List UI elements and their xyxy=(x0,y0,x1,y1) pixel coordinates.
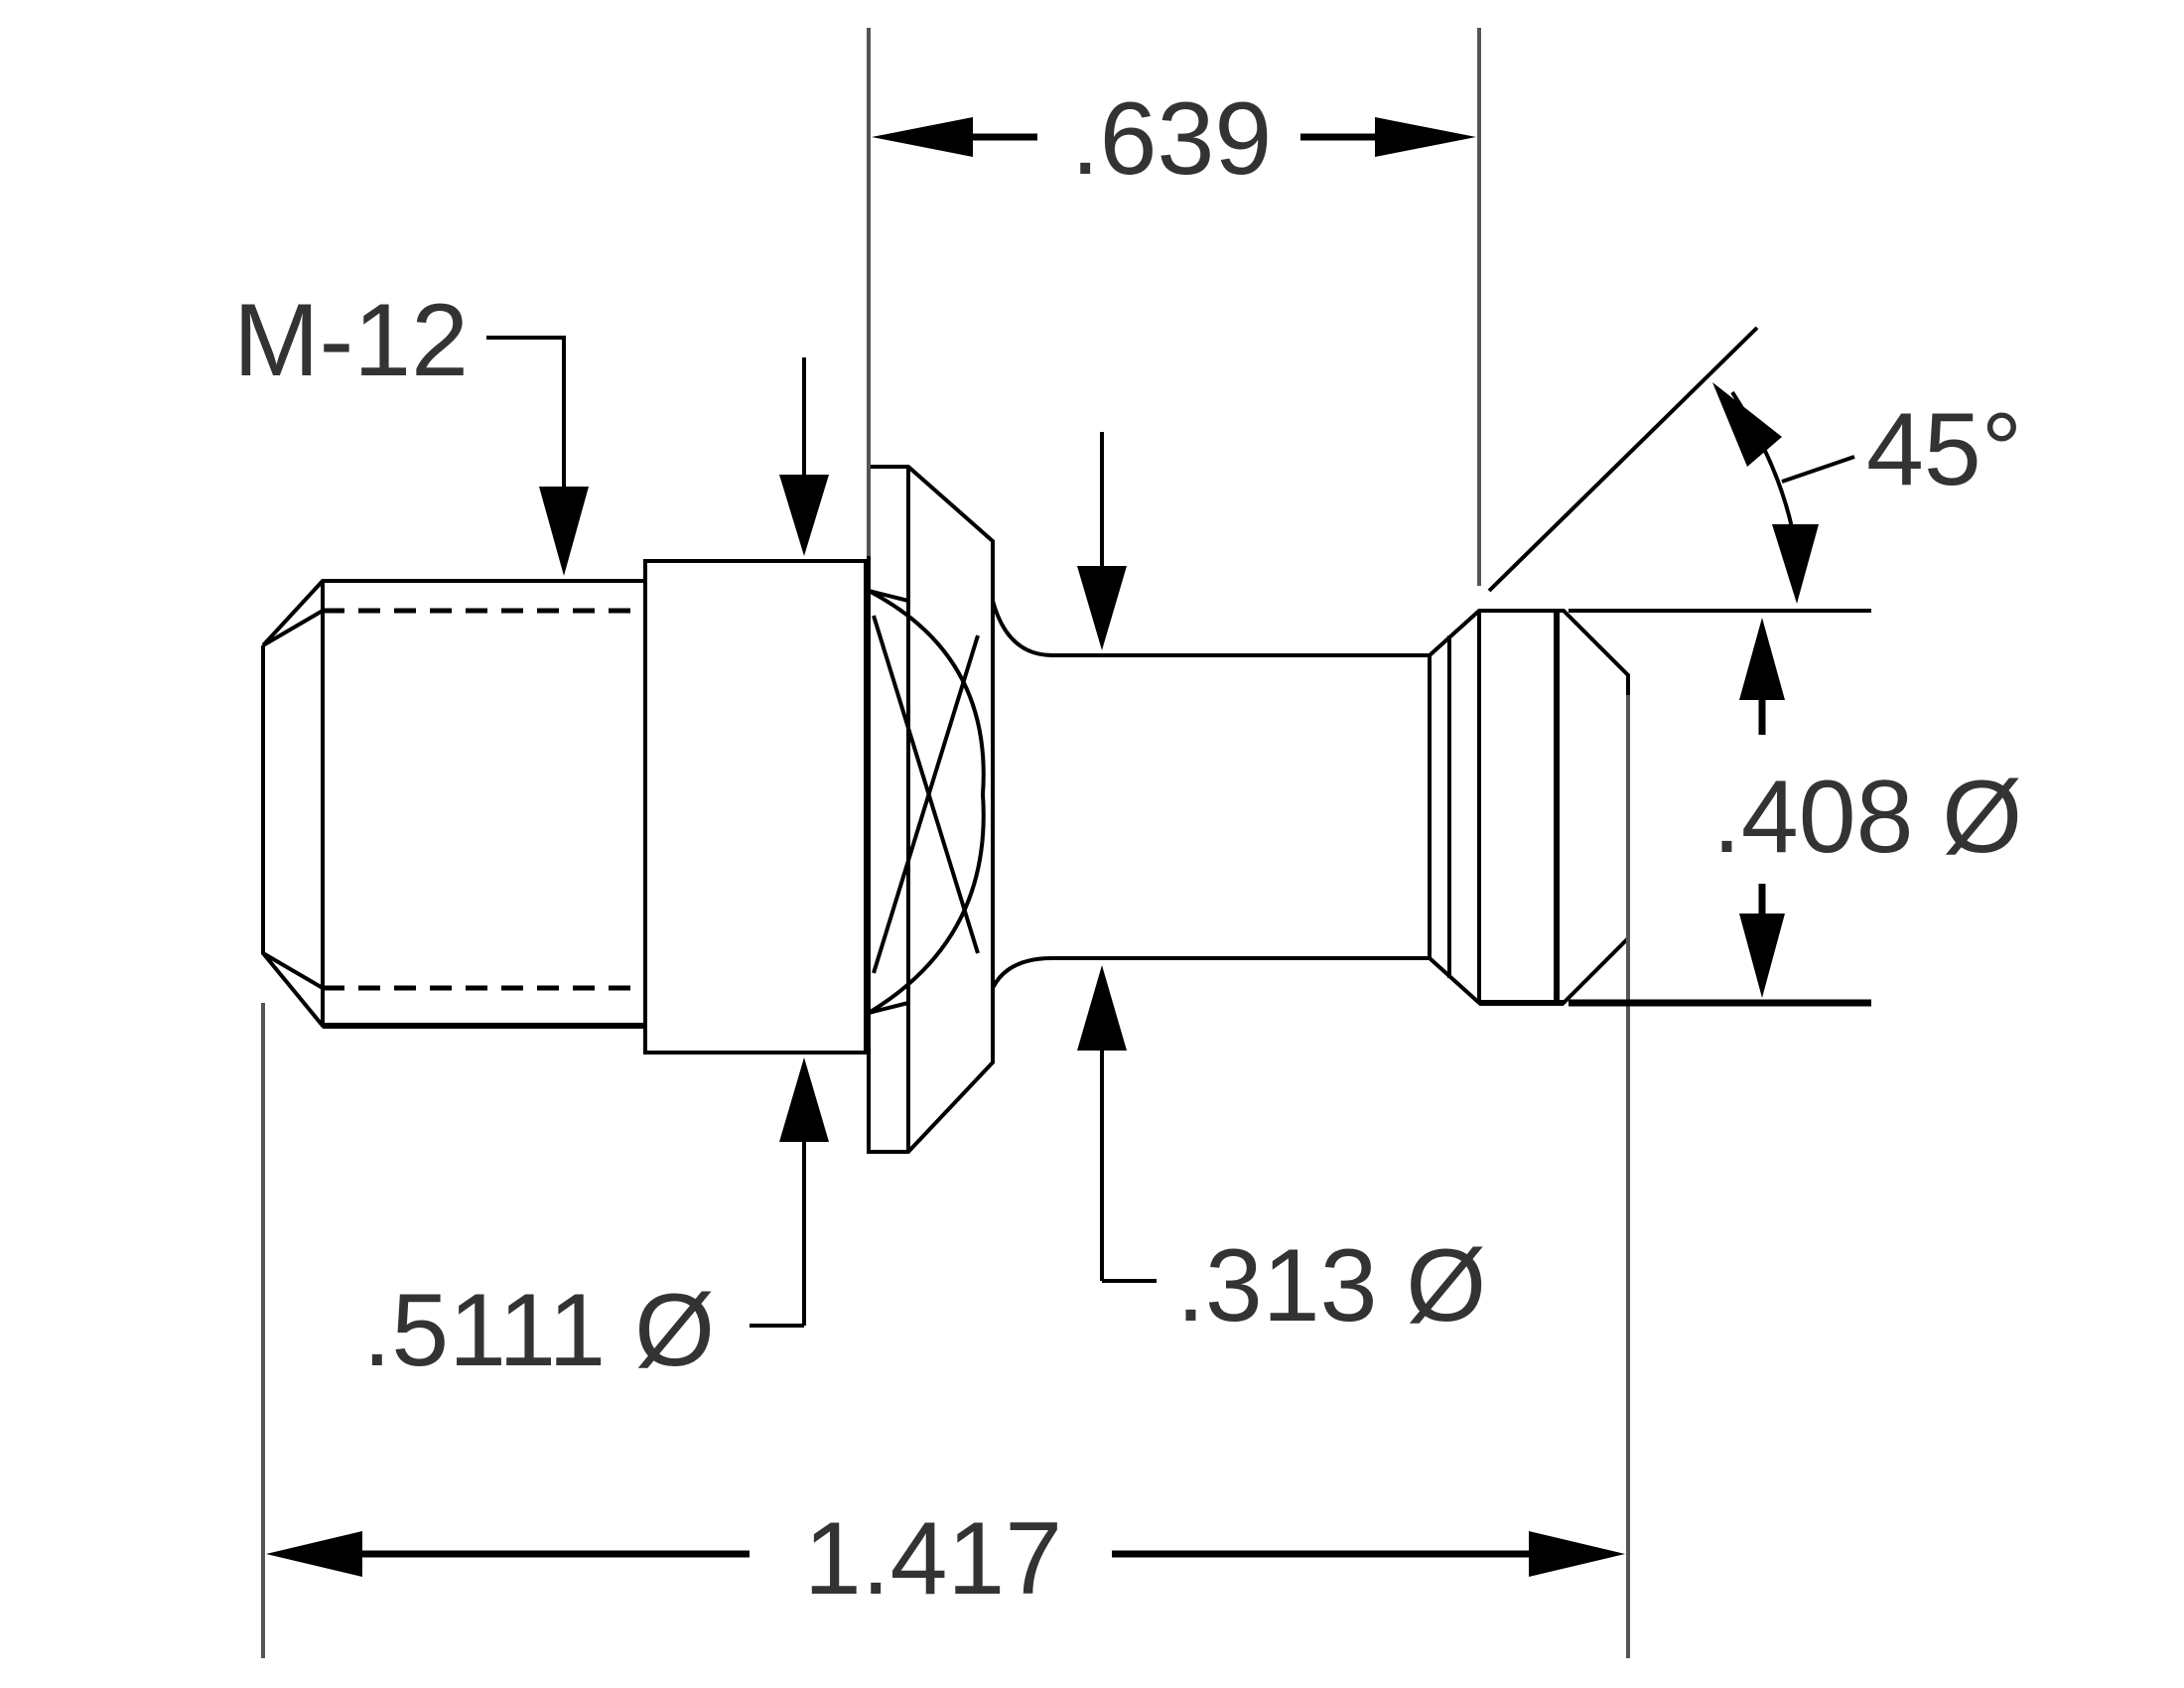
arrowhead xyxy=(1077,566,1127,650)
dim-639: .639 xyxy=(872,81,1476,197)
dim-639-label: .639 xyxy=(1071,81,1272,197)
thread-spec-label: M-12 xyxy=(233,283,469,398)
dim-408: .408 Ø xyxy=(1712,618,2022,998)
arrowhead xyxy=(779,475,829,556)
extension-lines xyxy=(261,28,1871,1658)
dim-1417: 1.417 xyxy=(266,1501,1625,1617)
neck xyxy=(991,600,1432,989)
arrowhead xyxy=(1739,618,1785,700)
dim-angle: 45° xyxy=(1712,382,2022,604)
arrowhead xyxy=(1772,524,1819,604)
head xyxy=(1428,609,1630,1006)
arrowhead xyxy=(266,1531,362,1577)
part-outline xyxy=(261,465,1630,1154)
arrowhead xyxy=(872,117,973,157)
dim-313: .313 Ø xyxy=(1077,432,1486,1343)
arrowhead xyxy=(1529,1531,1625,1577)
arrowhead xyxy=(1077,965,1127,1051)
thread-leader: M-12 xyxy=(233,283,589,576)
head-diameter-label: .408 Ø xyxy=(1712,760,2022,875)
flange xyxy=(867,465,995,1154)
arrowhead xyxy=(539,487,589,576)
arrowhead xyxy=(779,1057,829,1142)
dim-5111: .5111 Ø xyxy=(362,357,829,1388)
arrowhead xyxy=(1712,382,1782,467)
arrowhead xyxy=(1375,117,1476,157)
dim-1417-label: 1.417 xyxy=(804,1501,1062,1617)
threaded-section xyxy=(261,579,645,1029)
shoulder xyxy=(643,559,868,1055)
arrowhead xyxy=(1739,914,1785,998)
neck-diameter-label: .313 Ø xyxy=(1176,1228,1486,1343)
flange-diameter-label: .5111 Ø xyxy=(362,1273,715,1388)
chamfer-angle-label: 45° xyxy=(1866,392,2022,507)
